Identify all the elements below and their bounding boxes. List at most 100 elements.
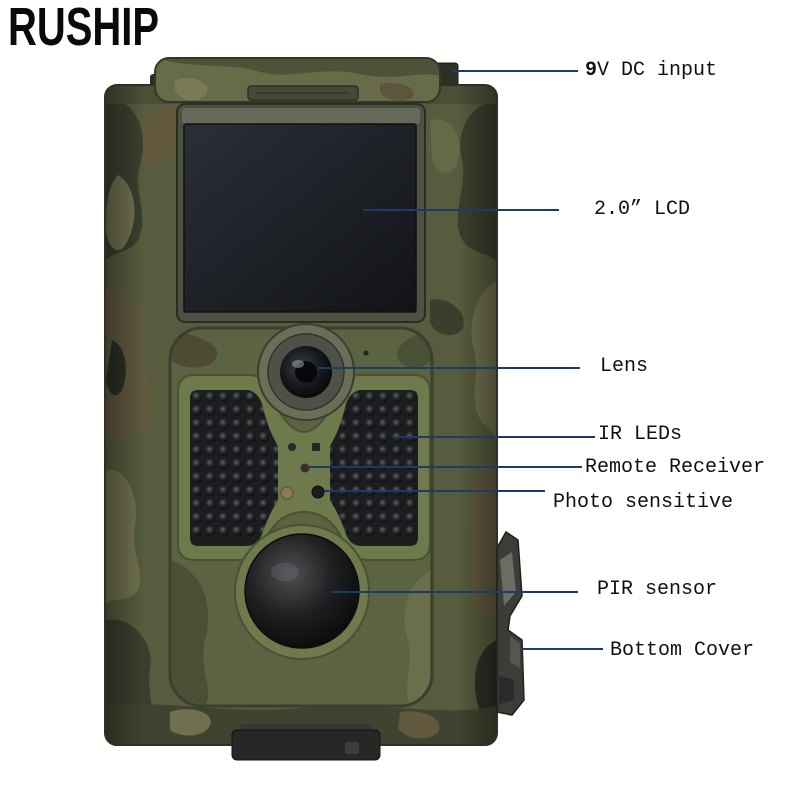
ir-led — [365, 432, 376, 443]
ir-led — [258, 418, 270, 429]
ir-led — [351, 525, 362, 537]
ir-led — [405, 391, 416, 403]
ir-led — [245, 525, 256, 537]
label-remote-receiver: Remote Receiver — [585, 456, 766, 479]
ir-led — [405, 445, 416, 456]
ir-led — [232, 458, 243, 470]
label-dc-input-text: V DC input — [597, 59, 718, 82]
ir-led — [218, 525, 229, 537]
ir-led — [378, 432, 389, 443]
brand-logo: RUSHIP — [8, 0, 159, 57]
ir-led — [232, 405, 243, 416]
ir-led — [205, 391, 216, 403]
lcd-screen — [183, 123, 417, 313]
ir-led — [258, 445, 270, 456]
ir-led — [191, 499, 203, 510]
mic-hole — [363, 350, 369, 356]
label-photo-sensitive: Photo sensitive — [553, 491, 734, 514]
photo-sensor — [311, 485, 325, 499]
leader-line-remote-receiver — [309, 466, 582, 468]
ir-led — [245, 458, 256, 470]
leader-line-lcd — [363, 209, 559, 211]
ir-led — [205, 458, 216, 470]
label-pir-sensor: PIR sensor — [597, 578, 718, 601]
ir-led — [258, 499, 270, 510]
indicator-light — [288, 443, 296, 451]
ir-led — [258, 472, 270, 483]
status-led — [280, 486, 294, 500]
ir-led — [338, 432, 349, 443]
ir-led — [365, 405, 376, 416]
ir-led — [378, 405, 389, 416]
ir-led — [405, 405, 416, 416]
ir-led — [378, 512, 389, 523]
ir-led — [232, 525, 243, 537]
ir-led — [365, 472, 376, 483]
ir-led — [378, 499, 389, 510]
ir-led — [205, 499, 216, 510]
remote-receiver — [300, 463, 310, 473]
ir-led — [218, 499, 229, 510]
ir-led — [191, 418, 203, 429]
ir-led — [232, 472, 243, 483]
ir-led — [205, 485, 216, 496]
small-sensor — [312, 443, 320, 451]
ir-led — [272, 458, 278, 470]
ir-led — [365, 445, 376, 456]
pir-sensor — [234, 524, 370, 660]
label-ir-leds: IR LEDs — [598, 423, 683, 446]
ir-led — [391, 525, 403, 537]
ir-led — [405, 472, 416, 483]
ir-led — [378, 472, 389, 483]
lcd-cover-flap — [154, 57, 441, 103]
ir-led — [245, 445, 256, 456]
ir-led — [191, 472, 203, 483]
ir-led — [365, 418, 376, 429]
ir-led — [218, 445, 229, 456]
ir-led — [218, 418, 229, 429]
ir-led — [232, 418, 243, 429]
ir-led — [232, 432, 243, 443]
ir-led — [338, 512, 349, 523]
ir-led — [218, 485, 229, 496]
ir-led — [351, 418, 362, 429]
leader-line-photo-sensitive — [324, 490, 545, 492]
ir-led — [378, 445, 389, 456]
ir-led — [191, 525, 203, 537]
ir-led — [351, 405, 362, 416]
ir-led — [191, 405, 203, 416]
ir-led — [258, 485, 270, 496]
ir-led — [391, 405, 403, 416]
ir-led — [391, 472, 403, 483]
bottom-cover-latch — [496, 530, 525, 716]
ir-led — [258, 458, 270, 470]
ir-led — [351, 472, 362, 483]
ir-led — [338, 472, 349, 483]
lcd-display — [176, 103, 426, 323]
label-lcd: 2.0” LCD — [594, 198, 691, 221]
ir-led — [191, 458, 203, 470]
ir-led — [232, 445, 243, 456]
label-dc-input: 9V DC input — [585, 59, 717, 83]
ir-led — [191, 391, 203, 403]
ir-led — [191, 445, 203, 456]
ir-led — [205, 512, 216, 523]
ir-led — [391, 418, 403, 429]
leader-line-pir-sensor — [330, 591, 578, 593]
ir-led — [205, 432, 216, 443]
ir-led — [272, 472, 278, 483]
ir-led — [391, 391, 403, 403]
ir-led-dots-left — [191, 391, 278, 537]
ir-led — [338, 445, 349, 456]
ir-led — [218, 432, 229, 443]
ir-led — [378, 525, 389, 537]
ir-led — [405, 418, 416, 429]
ir-led — [405, 512, 416, 523]
ir-led — [258, 432, 270, 443]
label-bottom-cover: Bottom Cover — [610, 639, 755, 662]
lens — [257, 323, 369, 421]
ir-led — [232, 512, 243, 523]
leader-line-lens — [318, 367, 580, 369]
ir-led — [391, 499, 403, 510]
